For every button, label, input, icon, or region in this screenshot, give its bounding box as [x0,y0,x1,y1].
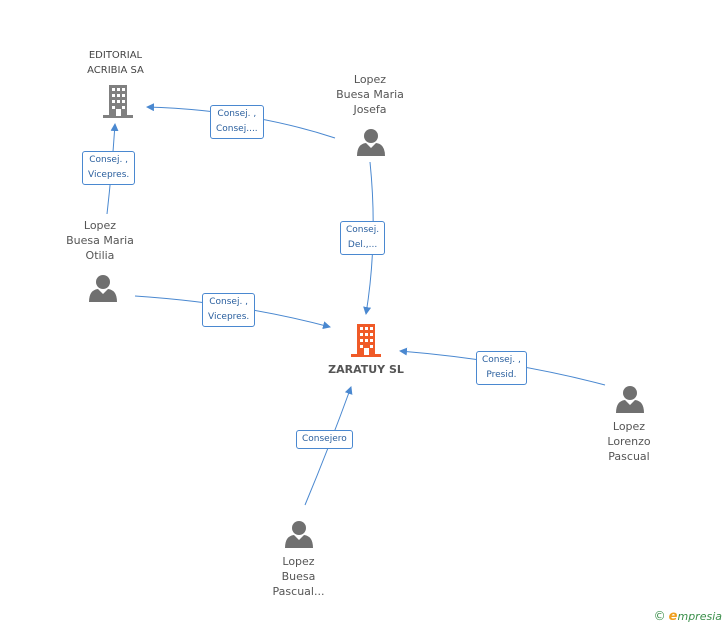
person-label-pascual[interactable]: Lopez Buesa Pascual... [272,555,325,598]
focus-building-icon[interactable] [351,324,381,357]
edge-label-josefa-zaratuy[interactable]: Consej. Del.,... [340,221,386,255]
person-label-otilia[interactable]: Lopez Buesa Maria Otilia [66,219,134,262]
person-label-josefa[interactable]: Lopez Buesa Maria Josefa [336,73,404,116]
company-label-zaratuy[interactable]: ZARATUY SL [328,363,404,376]
person-label-lorenzo[interactable]: Lopez Lorenzo Pascual [607,420,651,463]
edge-label-otilia-zaratuy[interactable]: Consej. , Vicepres. [202,293,256,327]
person-icon[interactable] [616,386,644,413]
edge-label-otilia-editorial[interactable]: Consej. , Vicepres. [82,151,136,185]
building-icon[interactable] [103,85,133,118]
person-icon[interactable] [285,521,313,548]
person-icon[interactable] [89,275,117,302]
edge-label-lorenzo-zaratuy[interactable]: Consej. , Presid. [476,351,527,385]
person-icon[interactable] [357,129,385,156]
edge-label-pascual-zaratuy[interactable]: Consejero [296,430,353,449]
empresia-logo[interactable]: ©empresia [653,609,722,624]
copyright-symbol: © [653,609,666,623]
company-label-editorial[interactable]: EDITORIAL ACRIBIA SA [87,50,144,76]
edge-label-josefa-editorial[interactable]: Consej. , Consej.... [210,105,264,139]
